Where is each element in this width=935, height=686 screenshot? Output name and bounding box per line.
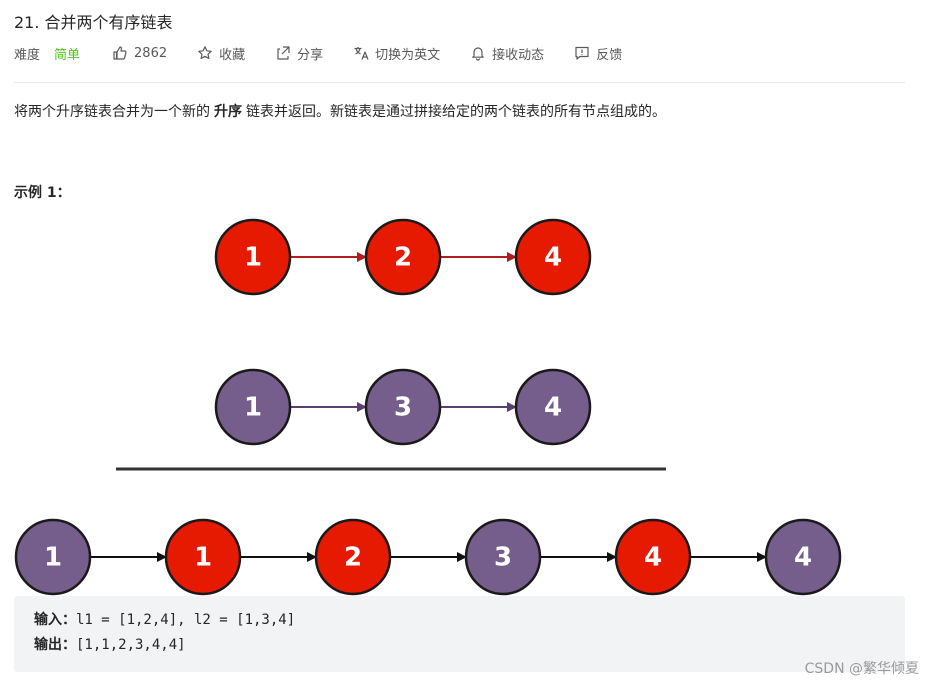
output-value: [1,1,2,3,4,4] [76,637,186,653]
merged-node-label: 1 [44,543,62,573]
merged-node: 3 [464,518,542,596]
thumbs-up-icon [113,46,127,60]
list1-node-label: 4 [544,243,562,273]
feedback-label: 反馈 [596,47,623,63]
list1-node-label: 1 [244,243,262,273]
bell-icon [472,47,484,61]
description-emphasis: 升序 [214,104,242,120]
difficulty-label: 难度 [14,47,41,63]
list1-node-label: 2 [394,243,412,273]
list1-node: 1 [214,218,292,296]
feedback-icon [575,46,589,60]
merged-node-label: 3 [494,543,512,573]
input-label: 输入： [34,612,76,628]
share-icon [277,46,290,60]
list2-node: 3 [364,368,442,446]
list2-node-label: 4 [544,393,562,423]
merged-node-label: 4 [644,543,662,573]
share-label: 分享 [297,47,324,63]
list1-node: 4 [514,218,592,296]
linked-list-merge-diagram: 1 2 4 1 3 4 1 1 2 3 4 4 [14,218,842,596]
merged-node: 1 [14,518,92,596]
merged-node: 1 [164,518,242,596]
subscribe-button[interactable]: 接收动态 [470,44,544,63]
description-text: 将两个升序链表合并为一个新的 [14,104,210,120]
subscribe-label: 接收动态 [492,47,545,63]
switch-language-button[interactable]: 切换为英文 [353,44,440,63]
like-button[interactable]: 2862 [112,45,167,61]
list2-node: 4 [514,368,592,446]
example-code-block: 输入：l1 = [1,2,4], l2 = [1,3,4] 输出：[1,1,2,… [14,596,905,672]
switch-language-label: 切换为英文 [375,47,441,63]
merged-node-label: 1 [194,543,212,573]
list2-node-label: 1 [244,393,262,423]
merged-node: 4 [614,518,692,596]
difficulty-badge: 简单 [54,47,81,63]
like-count: 2862 [134,45,168,61]
translate-icon [354,47,369,60]
feedback-button[interactable]: 反馈 [574,44,622,63]
input-value: l1 = [1,2,4], l2 = [1,3,4] [76,612,296,628]
header-divider [14,82,905,83]
star-icon [198,46,212,60]
watermark: CSDN @繁华倾夏 [804,661,919,677]
merged-node-label: 2 [344,543,362,573]
problem-description: 将两个升序链表合并为一个新的升序链表并返回。新链表是通过拼接给定的两个链表的所有… [14,101,666,121]
output-line: 输出：[1,1,2,3,4,4] [34,633,885,658]
merged-node: 2 [314,518,392,596]
example-title: 示例 1： [14,185,71,201]
list1-node: 2 [364,218,442,296]
description-text-tail: 链表并返回。新链表是通过拼接给定的两个链表的所有节点组成的。 [246,104,666,120]
list2-node: 1 [214,368,292,446]
merged-node-label: 4 [794,543,812,573]
output-label: 输出： [34,637,76,653]
list2-node-label: 3 [394,393,412,423]
favorite-label: 收藏 [219,47,246,63]
share-button[interactable]: 分享 [275,44,323,63]
problem-meta-bar: 难度 简单 2862 收藏 分享 切换为英文 接收动态 反馈 [14,42,652,64]
problem-title: 21. 合并两个有序链表 [14,13,173,32]
input-line: 输入：l1 = [1,2,4], l2 = [1,3,4] [34,608,885,633]
merged-node: 4 [764,518,842,596]
favorite-button[interactable]: 收藏 [197,44,245,63]
